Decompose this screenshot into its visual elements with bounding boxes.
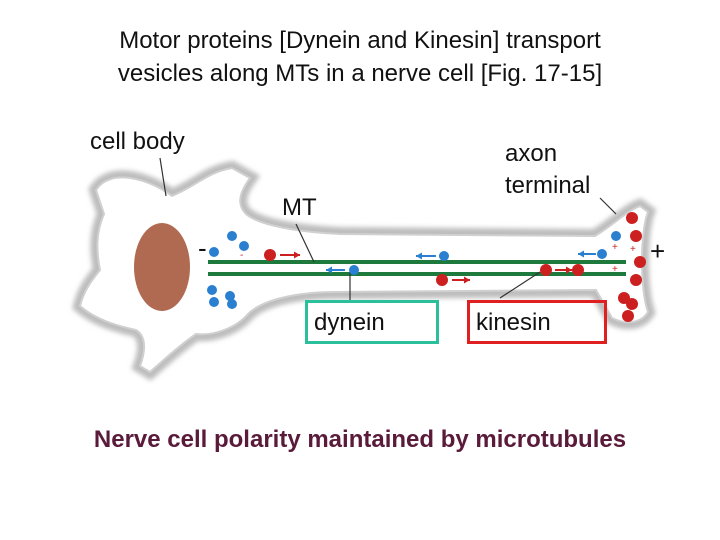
polarity-mark: - <box>240 250 243 261</box>
minus-end-label: - <box>198 233 207 263</box>
axon-terminal-label-2: terminal <box>505 172 591 199</box>
caption: Nerve cell polarity maintained by microt… <box>93 426 627 453</box>
kinesin-vesicle <box>626 298 638 310</box>
dynein-vesicle <box>209 247 219 257</box>
dynein-vesicle <box>597 249 607 259</box>
kinesin-vesicle <box>630 230 642 242</box>
dynein-vesicle <box>227 299 237 309</box>
retrograde-arrow-head <box>578 250 584 258</box>
kinesin-vesicle <box>626 212 638 224</box>
mt-label: MT <box>282 194 317 221</box>
cell-body-leader <box>159 157 167 197</box>
title-line-1: Motor proteins [Dynein and Kinesin] tran… <box>119 27 601 54</box>
polarity-mark: + <box>612 264 618 275</box>
retrograde-arrow-head <box>326 266 332 274</box>
kinesin-vesicle <box>622 310 634 322</box>
polarity-mark: + <box>612 242 618 253</box>
dynein-vesicle <box>611 231 621 241</box>
kinesin-vesicle <box>540 264 552 276</box>
kinesin-vesicle <box>436 274 448 286</box>
retrograde-arrow-head <box>416 252 422 260</box>
kinesin-vesicle <box>264 249 276 261</box>
kinesin-label-box: kinesin <box>467 300 607 344</box>
anterograde-arrow-head <box>464 276 470 284</box>
cell-interior <box>78 166 650 374</box>
polarity-mark: + <box>630 244 636 255</box>
dynein-vesicle <box>227 231 237 241</box>
anterograde-arrow-head <box>566 266 572 274</box>
axon-terminal-label-1: axon <box>505 140 558 167</box>
dynein-vesicle <box>439 251 449 261</box>
dynein-vesicle <box>209 297 219 307</box>
dynein-vesicle <box>207 285 217 295</box>
axon-terminal-leader <box>599 197 617 215</box>
dynein-vesicle <box>239 241 249 251</box>
mt-leader <box>295 223 315 263</box>
title-line-2: vesicles along MTs in a nerve cell [Fig.… <box>117 60 603 87</box>
kinesin-vesicle <box>634 256 646 268</box>
dynein-label-box: dynein <box>305 300 439 344</box>
kinesin-vesicle <box>572 264 584 276</box>
cell-body-label: cell body <box>90 128 185 155</box>
kinesin-leader <box>499 271 541 299</box>
dynein-vesicle <box>349 265 359 275</box>
nucleus <box>134 223 190 311</box>
kinesin-vesicle <box>630 274 642 286</box>
plus-end-label: + <box>650 236 666 266</box>
anterograde-arrow-head <box>294 251 300 259</box>
dynein-vesicle <box>225 291 235 301</box>
